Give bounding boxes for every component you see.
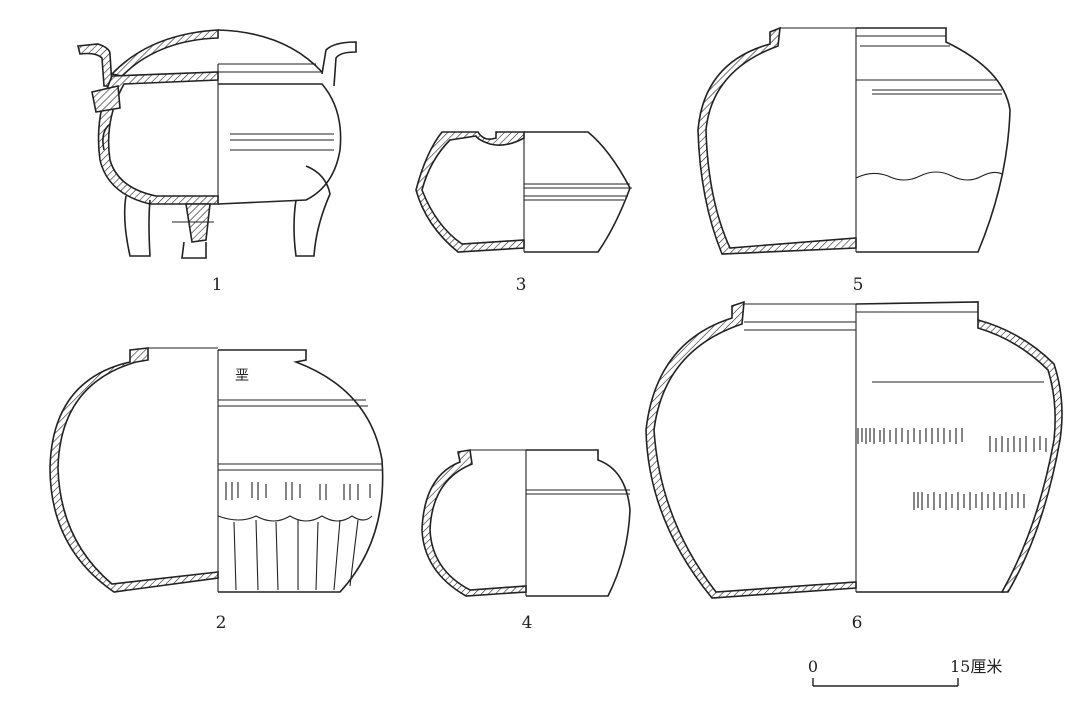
vessel-4-label: 4 [522, 613, 533, 633]
vessel-3-label: 3 [516, 275, 527, 295]
vessel-5-label: 5 [853, 275, 864, 295]
vessel-1-tripod: 1 [76, 29, 357, 295]
vessel-6-stamped-bands [857, 428, 1047, 510]
scale-bar: 0 15厘米 [808, 657, 1002, 687]
vessel-5-jar: 5 [697, 26, 1011, 295]
vessel-6-label: 6 [852, 613, 863, 633]
vessel-6-large-jar: 6 [645, 300, 1063, 633]
vessel-2-label: 2 [216, 613, 227, 633]
scale-bar-start-label: 0 [808, 657, 818, 676]
vessel-2-fragment-mark: 垩 [235, 368, 249, 384]
vessel-2-jar: 垩 2 [49, 347, 384, 633]
vessel-3-lentoid-pot: 3 [415, 131, 632, 295]
vessel-4-small-jar: 4 [421, 449, 631, 633]
scale-bar-end-label: 15厘米 [950, 657, 1002, 676]
vessel-2-impressed-band [225, 482, 371, 500]
vessel-2-flutes [217, 515, 373, 591]
vessel-1-label: 1 [212, 275, 223, 295]
vessel-5-wavy-band [855, 171, 1003, 181]
